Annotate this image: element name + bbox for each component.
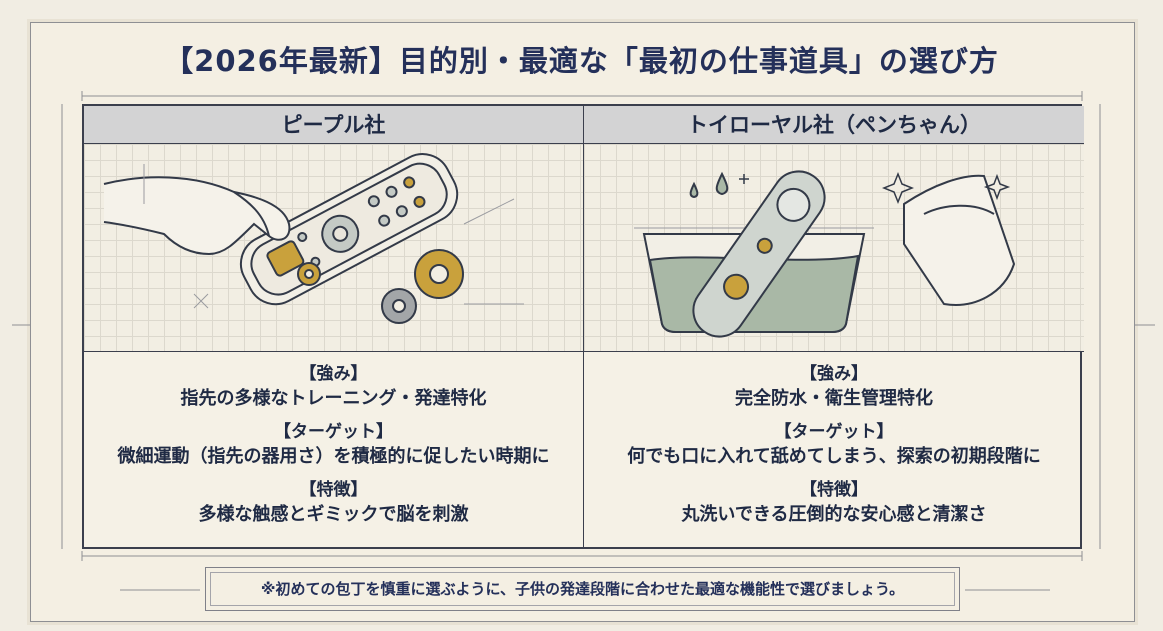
column-people: ピープル社 (84, 106, 584, 547)
strength-text: 完全防水・衛生管理特化 (735, 388, 933, 409)
feature-label: 【特徴】 (800, 480, 868, 500)
column-body: 【強み】 完全防水・衛生管理特化 【ターゲット】 何でも口に入れて舐めてしまう、… (584, 352, 1084, 528)
comparison-table: ピープル社 (82, 104, 1084, 549)
feature-text: 丸洗いできる圧倒的な安心感と清潔さ (681, 504, 987, 525)
target-label: 【ターゲット】 (774, 422, 894, 442)
washable-toy-illustration (584, 144, 1084, 352)
target-text: 微細運動（指先の器用さ）を積極的に促したい時期に (117, 446, 550, 467)
remote-toy-illustration (84, 144, 583, 352)
target-label: 【ターゲット】 (274, 422, 393, 442)
feature-label: 【特徴】 (299, 480, 368, 500)
strength-text: 指先の多様なトレーニング・発達特化 (180, 388, 487, 409)
footnote-box: ※初めての包丁を慎重に選ぶように、子供の発達段階に合わせた最適な機能性で選びまし… (205, 567, 960, 611)
page-title: 【2026年最新】目的別・最適な「最初の仕事道具」の選び方 (164, 44, 999, 78)
footnote-inner-border (210, 572, 955, 606)
target-text: 何でも口に入れて舐めてしまう、探索の初期段階に (627, 446, 1041, 467)
column-body: 【強み】 指先の多様なトレーニング・発達特化 【ターゲット】 微細運動（指先の器… (84, 352, 583, 528)
column-toyroyal: トイローヤル社（ペンちゃん） (584, 106, 1084, 547)
feature-text: 多様な触感とギミックで脳を刺激 (198, 504, 469, 525)
footnote-text: ※初めての包丁を慎重に選ぶように、子供の発達段階に合わせた最適な機能性で選びまし… (260, 580, 905, 598)
column-header: ピープル社 (84, 106, 583, 144)
strength-label: 【強み】 (299, 364, 368, 384)
strength-label: 【強み】 (800, 364, 868, 384)
column-header: トイローヤル社（ペンちゃん） (584, 106, 1084, 144)
